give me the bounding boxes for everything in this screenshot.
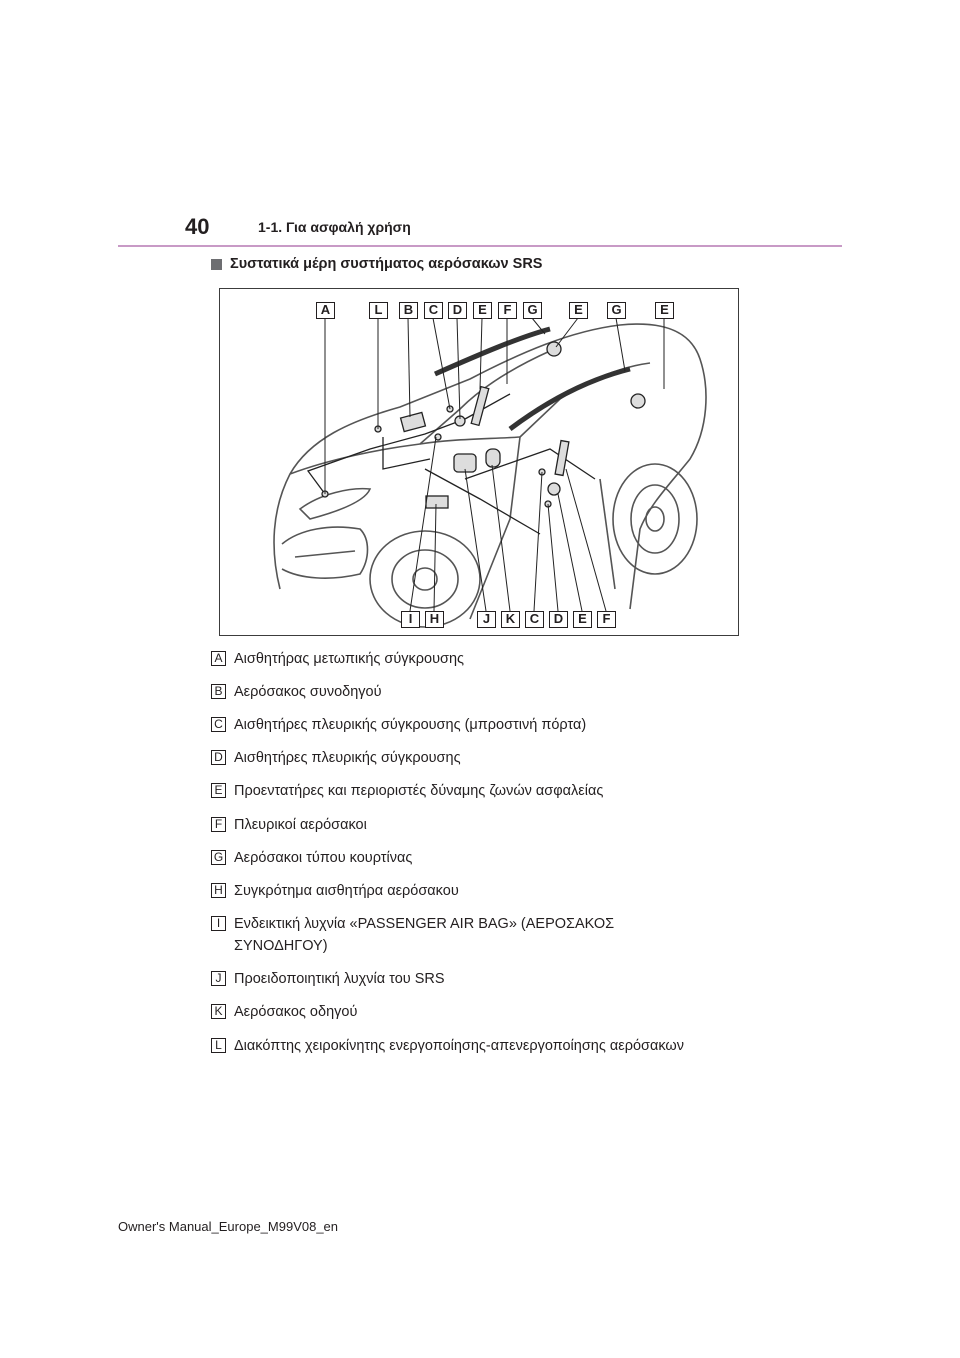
page-number: 40	[185, 214, 210, 239]
legend-text: Προειδοποιητική λυχνία του SRS	[234, 971, 445, 987]
callout-i: I	[401, 611, 420, 628]
callout-c-2: C	[525, 611, 544, 628]
legend-key: C	[211, 717, 226, 732]
legend-item-e: E Προεντατήρες και περιοριστές δύναμης ζ…	[211, 780, 754, 802]
callout-g: G	[523, 302, 542, 319]
legend-item-j: J Προειδοποιητική λυχνία του SRS	[211, 968, 754, 990]
legend-text: Προεντατήρες και περιοριστές δύναμης ζων…	[234, 783, 604, 799]
legend-item-i: I Ενδεικτική λυχνία «PASSENGER AIR BAG» …	[211, 913, 684, 957]
footer-text: Owner's Manual_Europe_M99V08_en	[118, 1219, 339, 1234]
legend-key: B	[211, 684, 226, 699]
callout-e-3: E	[655, 302, 674, 319]
callout-l: L	[369, 302, 388, 319]
section-title: Συστατικά μέρη συστήματος αερόσακων SRS	[230, 256, 543, 272]
legend-text: Αερόσακος συνοδηγού	[234, 684, 382, 700]
callout-c: C	[424, 302, 443, 319]
legend-key: F	[211, 817, 226, 832]
legend-item-d: D Αισθητήρες πλευρικής σύγκρουσης	[211, 747, 754, 769]
callout-a: A	[316, 302, 335, 319]
legend-text: Συγκρότημα αισθητήρα αερόσακου	[234, 883, 459, 899]
callout-e-4: E	[573, 611, 592, 628]
callout-j: J	[477, 611, 496, 628]
legend-item-a: A Αισθητήρας μετωπικής σύγκρουσης	[211, 648, 754, 670]
legend-key: A	[211, 651, 226, 666]
bullet-square-icon	[211, 258, 222, 270]
legend-key: L	[211, 1038, 226, 1053]
legend-key: D	[211, 750, 226, 765]
legend-item-f: F Πλευρικοί αερόσακοι	[211, 814, 754, 836]
legend-text: Πλευρικοί αερόσακοι	[234, 817, 367, 833]
airbag-diagram: A L B C D E F G E G E I H J K C D E F	[219, 288, 739, 636]
legend-key: H	[211, 883, 226, 898]
callout-f: F	[498, 302, 517, 319]
callout-h: H	[425, 611, 444, 628]
callout-g-2: G	[607, 302, 626, 319]
chapter-title: 1-1. Για ασφαλή χρήση	[258, 219, 411, 235]
header-rule	[118, 245, 842, 247]
legend-item-h: H Συγκρότημα αισθητήρα αερόσακου	[211, 880, 754, 902]
callout-b: B	[399, 302, 418, 319]
legend-text: Αισθητήρας μετωπικής σύγκρουσης	[234, 651, 465, 667]
callout-f-2: F	[597, 611, 616, 628]
legend-text: Αερόσακος οδηγού	[234, 1004, 358, 1020]
legend-text: Αισθητήρες πλευρικής σύγκρουσης (μπροστι…	[234, 717, 587, 733]
legend-key: G	[211, 850, 226, 865]
callout-d: D	[448, 302, 467, 319]
legend-text: Αισθητήρες πλευρικής σύγκρουσης	[234, 750, 461, 766]
legend-item-c: C Αισθητήρες πλευρικής σύγκρουσης (μπροσ…	[211, 714, 754, 736]
legend-item-b: B Αερόσακος συνοδηγού	[211, 681, 754, 703]
legend-text: Ενδεικτική λυχνία «PASSENGER AIR BAG» (Α…	[234, 916, 615, 954]
legend-key: I	[211, 916, 226, 931]
legend-text: Διακόπτης χειροκίνητης ενεργοποίησης-απε…	[234, 1038, 684, 1054]
callout-e: E	[473, 302, 492, 319]
callout-e-2: E	[569, 302, 588, 319]
legend-item-l: L Διακόπτης χειροκίνητης ενεργοποίησης-α…	[211, 1035, 754, 1057]
car-illustration	[273, 317, 707, 628]
legend-item-g: G Αερόσακοι τύπου κουρτίνας	[211, 847, 754, 869]
legend-key: E	[211, 783, 226, 798]
callout-k: K	[501, 611, 520, 628]
legend-key: J	[211, 971, 226, 986]
callout-d-2: D	[549, 611, 568, 628]
legend-text: Αερόσακοι τύπου κουρτίνας	[234, 850, 413, 866]
section-heading: Συστατικά μέρη συστήματος αερόσακων SRS	[211, 256, 542, 272]
legend-item-k: K Αερόσακος οδηγού	[211, 1001, 754, 1023]
legend-key: K	[211, 1004, 226, 1019]
